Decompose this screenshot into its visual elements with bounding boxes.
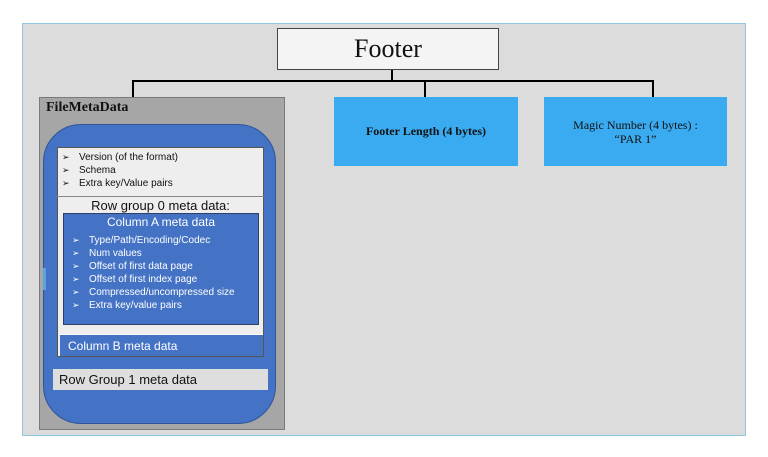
row-group-1-title: Row Group 1 meta data: [59, 372, 198, 387]
row-group-1-box: Row Group 1 meta data: [53, 369, 268, 390]
list-item-label: Offset of first data page: [89, 261, 193, 272]
list-item: ➢ Schema: [62, 164, 178, 177]
row-group-0-title: Row group 0 meta data:: [91, 198, 230, 213]
connector-left: [132, 80, 134, 97]
list-item-label: Offset of first index page: [89, 274, 198, 285]
list-item-label: Type/Path/Encoding/Codec: [89, 235, 211, 246]
list-item: ➢ Num values: [72, 247, 235, 260]
magic-number-line2: “PAR 1”: [614, 131, 657, 146]
footer-title: Footer: [354, 34, 422, 63]
list-item: ➢ Version (of the format): [62, 151, 178, 164]
list-item: ➢ Extra key/value pairs: [72, 299, 235, 312]
list-item: ➢ Compressed/uncompressed size: [72, 286, 235, 299]
column-a-title: Column A meta data: [106, 215, 216, 229]
magic-number-box: Magic Number (4 bytes) : “PAR 1”: [544, 97, 727, 166]
arrow-bullet-icon: ➢: [72, 261, 80, 271]
list-item-label: Schema: [79, 165, 116, 176]
list-item: ➢ Extra key/Value pairs: [62, 177, 178, 190]
arrow-bullet-icon: ➢: [72, 300, 80, 310]
column-a-list: ➢ Type/Path/Encoding/Codec ➢ Num values ➢ Off…: [72, 234, 235, 312]
list-item-label: Extra key/Value pairs: [79, 178, 173, 189]
list-item-label: Version (of the format): [79, 152, 178, 163]
arrow-bullet-icon: ➢: [62, 178, 70, 188]
list-item: ➢ Offset of first data page: [72, 260, 235, 273]
footer-box: Footer: [277, 28, 499, 70]
arrow-bullet-icon: ➢: [72, 287, 80, 297]
connector-middle: [424, 80, 426, 97]
magic-number-line1: Magic Number (4 bytes) :: [573, 117, 698, 132]
list-item: ➢ Type/Path/Encoding/Codec: [72, 234, 235, 247]
file-level-list: ➢ Version (of the format) ➢ Schema ➢ Extra ke…: [62, 151, 178, 190]
connector-stem: [391, 70, 393, 81]
list-item-label: Compressed/uncompressed size: [89, 287, 235, 298]
file-meta-data-title: FileMetaData: [46, 100, 129, 115]
column-b-box: Column B meta data: [60, 334, 263, 356]
panel-divider: [57, 196, 264, 197]
arrow-bullet-icon: ➢: [72, 235, 80, 245]
footer-length-box: Footer Length (4 bytes): [334, 97, 518, 166]
arrow-bullet-icon: ➢: [62, 165, 70, 175]
connector-horizontal: [132, 80, 654, 82]
list-item: ➢ Offset of first index page: [72, 273, 235, 286]
list-item-label: Extra key/value pairs: [89, 300, 182, 311]
arrow-bullet-icon: ➢: [62, 152, 70, 162]
arrow-bullet-icon: ➢: [72, 248, 80, 258]
list-item-label: Num values: [89, 248, 142, 259]
arrow-bullet-icon: ➢: [72, 274, 80, 284]
column-b-title: Column B meta data: [68, 338, 178, 353]
connector-right: [652, 80, 654, 97]
column-a-box: [63, 213, 259, 325]
side-marker: [43, 268, 46, 290]
footer-length-label: Footer Length (4 bytes): [365, 124, 487, 138]
